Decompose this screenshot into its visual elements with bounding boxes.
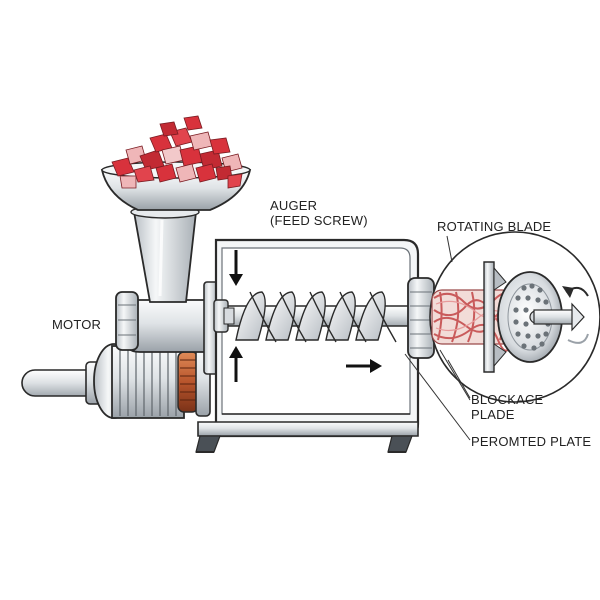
perforated-plate-label: PEROMTED PLATE [471, 434, 592, 449]
blockage-label-line1: BLOCKACE [471, 392, 544, 407]
grinder-neck [115, 291, 209, 353]
meat-cubes [111, 115, 243, 189]
feed-tube [130, 205, 200, 303]
rotating-blade [483, 261, 507, 373]
front-collar [407, 277, 435, 359]
output-shaft [533, 302, 585, 332]
rotation-arrow-icon [562, 286, 589, 344]
auger-housing [195, 238, 420, 453]
motor-copper-winding [177, 351, 199, 413]
motor-cooling-fins [119, 348, 177, 416]
auger-label-line2: (FEED SCREW) [270, 213, 368, 228]
auger-screw [213, 291, 415, 343]
motor-label: MOTOR [52, 317, 102, 332]
rotating-blade-label: ROTATING BLADE [437, 219, 552, 234]
up-arrow-icon [229, 346, 243, 382]
leader-lines [404, 235, 471, 441]
auger-label-line1: AUGER [270, 198, 318, 213]
right-arrow-icon [346, 359, 382, 373]
auger-label: AUGER (FEED SCREW) [270, 198, 368, 228]
motor [93, 343, 211, 419]
blockage-label-line2: PLADE [471, 407, 515, 422]
blockage-plate-label: BLOCKACE PLADE [471, 392, 543, 422]
down-arrow-icon [229, 250, 243, 286]
